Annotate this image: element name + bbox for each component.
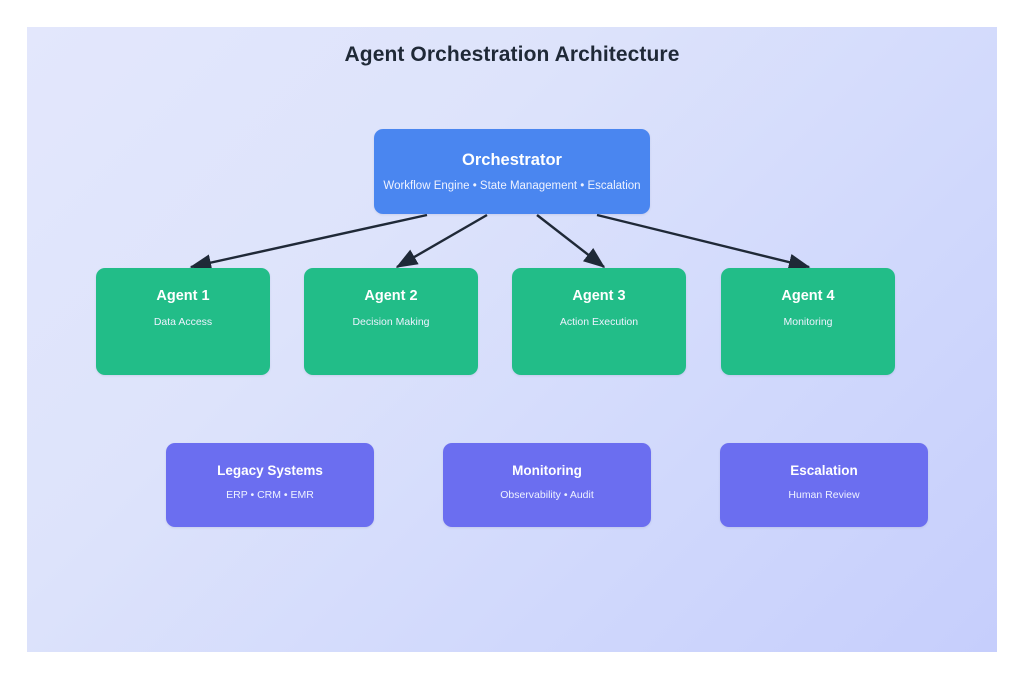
- node-legacy-systems-title: Legacy Systems: [217, 463, 323, 478]
- connector-orchestrator-to-agent-1: [189, 213, 428, 271]
- node-agent-1-title: Agent 1: [156, 288, 210, 304]
- node-agent-4[interactable]: Agent 4 Monitoring: [721, 268, 895, 375]
- node-orchestrator-subtitle: Workflow Engine • State Management • Esc…: [383, 180, 641, 193]
- node-orchestrator[interactable]: Orchestrator Workflow Engine • State Man…: [374, 129, 650, 214]
- diagram-title: Agent Orchestration Architecture: [344, 43, 680, 66]
- node-agent-2-subtitle: Decision Making: [352, 315, 430, 328]
- node-escalation[interactable]: Escalation Human Review: [720, 443, 928, 527]
- node-agent-3-subtitle: Action Execution: [559, 315, 639, 328]
- node-monitoring-subtitle: Observability • Audit: [500, 488, 594, 501]
- node-agent-4-subtitle: Monitoring: [783, 315, 833, 328]
- node-agent-1-subtitle: Data Access: [153, 315, 213, 328]
- node-agent-3[interactable]: Agent 3 Action Execution: [512, 268, 686, 375]
- node-agent-2-title: Agent 2: [364, 288, 418, 304]
- node-agent-1[interactable]: Agent 1 Data Access: [96, 268, 270, 375]
- node-escalation-title: Escalation: [790, 463, 858, 478]
- connector-orchestrator-to-agent-2: [395, 213, 488, 269]
- connector-orchestrator-to-agent-4: [596, 213, 811, 271]
- node-monitoring-title: Monitoring: [512, 463, 582, 478]
- node-agent-3-title: Agent 3: [572, 288, 626, 304]
- connector-orchestrator-to-agent-3: [536, 214, 606, 268]
- node-monitoring[interactable]: Monitoring Observability • Audit: [443, 443, 651, 527]
- node-agent-4-title: Agent 4: [781, 288, 835, 304]
- diagram-canvas: Agent Orchestration Architecture Orchest…: [27, 27, 997, 652]
- node-agent-2[interactable]: Agent 2 Decision Making: [304, 268, 478, 375]
- node-legacy-systems-subtitle: ERP • CRM • EMR: [226, 488, 314, 501]
- node-escalation-subtitle: Human Review: [788, 488, 860, 501]
- node-legacy-systems[interactable]: Legacy Systems ERP • CRM • EMR: [166, 443, 374, 527]
- node-orchestrator-title: Orchestrator: [462, 151, 562, 169]
